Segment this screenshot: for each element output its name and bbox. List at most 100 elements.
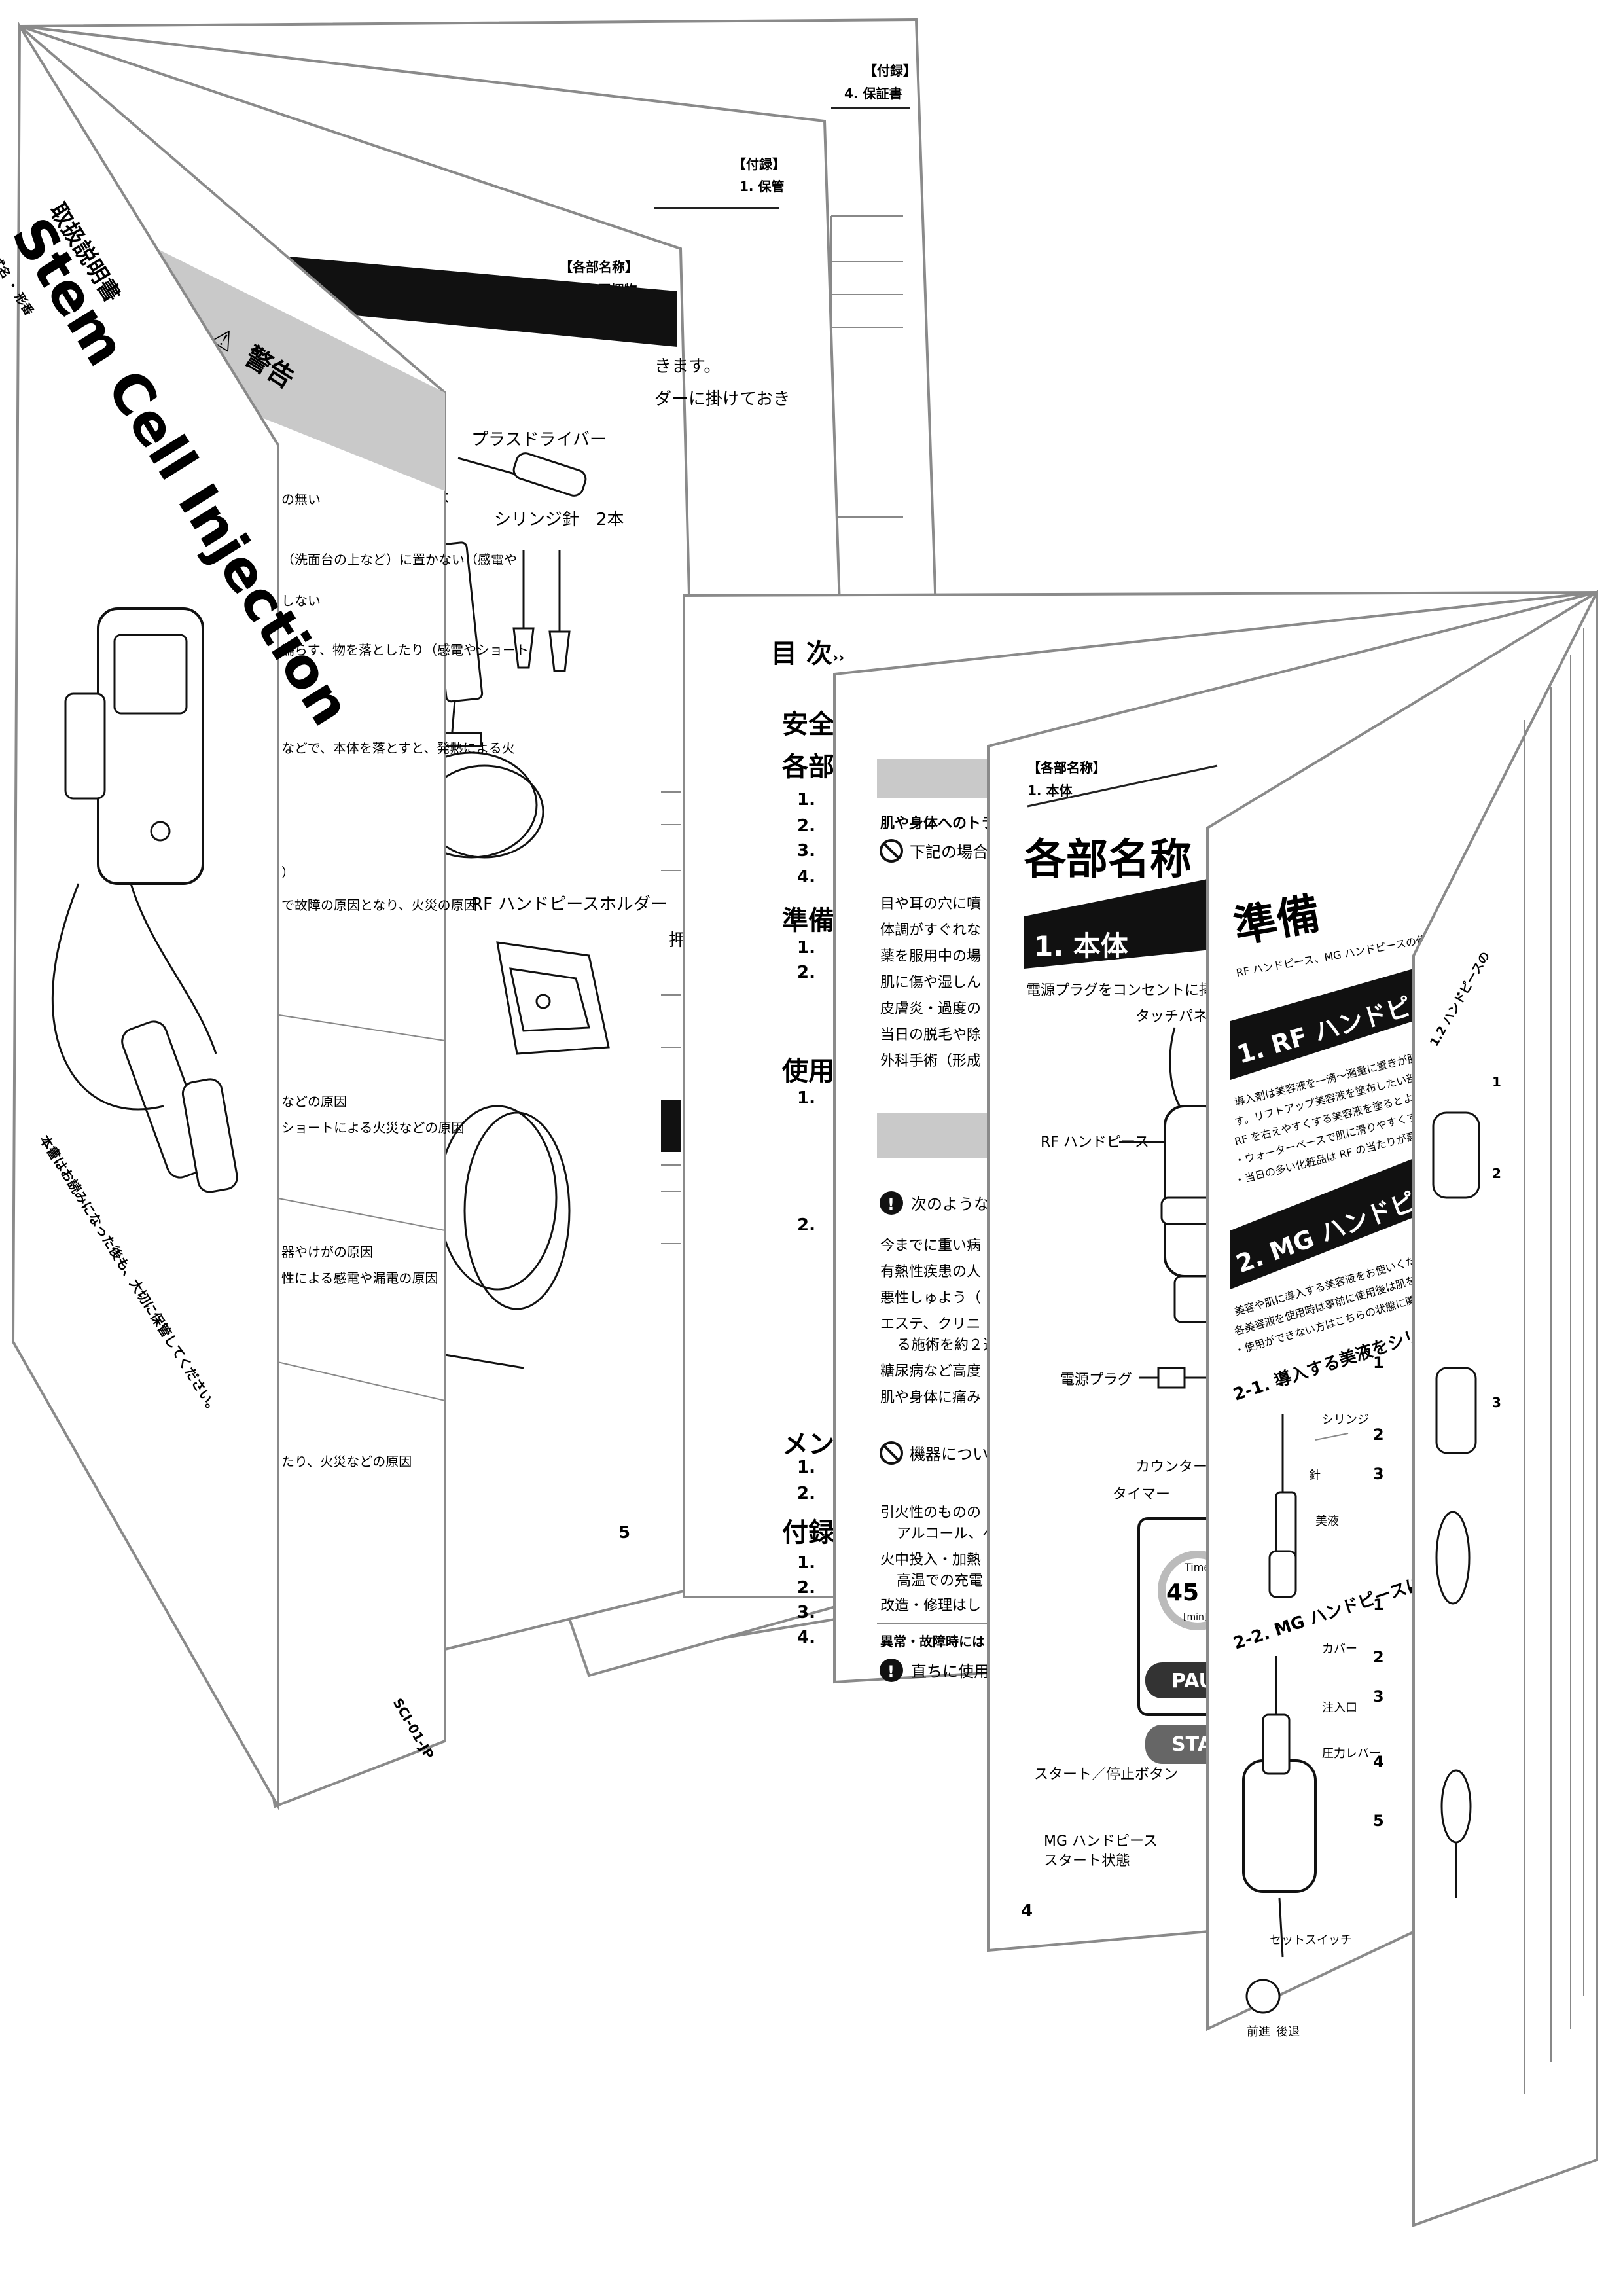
toc-sections: 安全 各部 準備 使用 メン 付録 <box>782 709 835 1548</box>
screwdriver-icon <box>457 452 587 497</box>
safety-list-item: 皮膚炎・過度の <box>880 1001 981 1017</box>
prep-bar-1 <box>1230 969 1414 1080</box>
safety-list-item: る施術を約２週 <box>897 1337 997 1354</box>
appendix4-sub: 4. 保証書 <box>844 86 902 101</box>
screen-unit: Time <box>1184 1561 1210 1573</box>
caution-icon: ! <box>880 1191 903 1215</box>
toc-marker: ›› <box>832 650 844 666</box>
screen-time: 45 <box>1166 1579 1199 1606</box>
prep-step: 2 <box>1373 1426 1384 1444</box>
prep-labels-2-2: カバー 注入口 圧力レバー セットスイッチ <box>1270 1642 1381 1947</box>
caution-icon: ! <box>880 1659 903 1682</box>
safety-list-item: 改造・修理はし <box>880 1598 981 1614</box>
safety-heading-1: 肌や身体へのトラ <box>880 815 995 832</box>
toc-item: 2. <box>797 1578 815 1598</box>
prep-step: 2 <box>1373 1648 1384 1666</box>
safety-grey-band-1 <box>877 759 988 798</box>
toc-section: 安全 <box>782 709 835 740</box>
toc-item: 2. <box>797 963 815 982</box>
toc-section: 各部 <box>782 752 834 782</box>
prep-steps-2-1: 1 2 3 <box>1373 1354 1384 1483</box>
safety-list-item: アルコール、ベ <box>897 1526 997 1542</box>
svg-text:!: ! <box>887 1662 895 1681</box>
svg-text:!: ! <box>887 1195 895 1213</box>
accessories-black-bar-2 <box>661 1100 681 1152</box>
warning-item: などの原因 <box>281 1094 347 1109</box>
accessories-table <box>661 791 681 1244</box>
warning-item: 性による感電や漏電の原因 <box>281 1270 438 1286</box>
safety-list-item: 薬を服用中の場 <box>880 948 981 965</box>
prep-label: 美液 <box>1315 1515 1339 1528</box>
warning-item: などで、本体を落とすと、発熱による火 <box>281 740 515 756</box>
mg-handpiece-illustration <box>1242 1656 1317 2014</box>
safety-list-item: エステ、クリニ <box>880 1316 980 1333</box>
toc-item: 2. <box>797 1215 815 1235</box>
appendix1-header: 【付録】 <box>733 156 785 172</box>
warning-item: ショートによる火災などの原因 <box>281 1120 464 1136</box>
toc-section: 付録 <box>782 1518 835 1548</box>
cover-page <box>11 22 279 1812</box>
parts-bar-text: 1. 本体 <box>1034 930 1128 962</box>
prep-label: 圧力レバー <box>1322 1747 1381 1761</box>
accessories-header: 【各部名称】 <box>560 259 638 275</box>
syringe-needle-label: シリンジ針 2本 <box>494 510 624 529</box>
safety-list-item: 糖尿病など高度 <box>880 1363 981 1380</box>
back-page-illustrations <box>1432 1111 1480 1898</box>
warning-item: （洗面台の上など）に置かない（感電や <box>281 552 517 567</box>
prep-steps-2-2: 1 2 3 4 5 <box>1373 1596 1384 1830</box>
toc-section: メン <box>782 1429 834 1460</box>
toc-item: 1. <box>797 1553 815 1573</box>
safety-list-item: 当日の脱毛や除 <box>880 1027 981 1043</box>
warning-item: で故障の原因となり、火災の原因 <box>281 897 477 913</box>
prep-label: 針 <box>1309 1469 1321 1482</box>
toc-item: 3. <box>797 1603 815 1623</box>
accessories-page-number: 5 <box>618 1523 630 1543</box>
warning-dividers <box>274 1014 446 1401</box>
prep-step: 4 <box>1373 1753 1384 1771</box>
rf-holder-icon <box>496 941 610 1055</box>
accessories-line-1: きます。 <box>654 357 721 376</box>
safety-list-item: 肌に傷や湿しん <box>880 975 981 991</box>
safety-list-2: 今までに重い病 有熱性疾患の人 悪性しゅよう（ エステ、クリニ る施術を約２週 … <box>880 1238 997 1406</box>
warning-item: の無い <box>281 492 321 507</box>
prep-mode-button: 前進 <box>1247 2025 1270 2039</box>
back-step: 2 <box>1492 1166 1501 1181</box>
toc-items: 1. 2. 3. 4. 1. 2. 1. 2. 1. 2. 1. 2. 3. 4… <box>797 790 815 1647</box>
parts-callout: 電源プラグ <box>1060 1372 1132 1388</box>
prep-step: 5 <box>1373 1812 1384 1830</box>
parts-sub: 1. 本体 <box>1027 783 1073 798</box>
toc-item: 4. <box>797 1628 815 1647</box>
device-illustration <box>51 607 238 1193</box>
parts-callout: MG ハンドピース <box>1044 1833 1158 1850</box>
toc-section: 使用 <box>782 1056 834 1086</box>
safety-list-item: 高温での充電・ <box>897 1573 997 1589</box>
toc-item: 1. <box>797 790 815 810</box>
prep-mode-button: 後退 <box>1276 2025 1300 2039</box>
parts-black-bar <box>1024 877 1217 969</box>
safety-list-item: 体調がすぐれな <box>880 922 981 939</box>
parts-callout: タイマー <box>1113 1486 1170 1503</box>
safety-heading-4: 異常・故障時には <box>880 1634 985 1649</box>
prohibit-icon <box>880 1441 903 1465</box>
warning-item: しない <box>281 593 321 609</box>
appendix4-header: 【付録】 <box>864 63 916 79</box>
accessories-black-bar <box>275 255 677 347</box>
safety-list-item: 目や耳の穴に噴 <box>880 896 981 912</box>
toc-item: 1. <box>797 1088 815 1108</box>
mg-mode-buttons: 前進 後退 <box>1247 2025 1300 2039</box>
warning-items: の無い （洗面台の上など）に置かない（感電や しない 濡らす、物を落としたり（感… <box>281 492 529 1469</box>
warning-item: 器やけがの原因 <box>281 1244 373 1260</box>
safety-list-item: 火中投入・加熱 <box>880 1552 981 1568</box>
warning-item: 濡らす、物を落としたり（感電やショート <box>281 642 529 658</box>
parts-callout: スタート／停止ボタン <box>1034 1767 1178 1783</box>
safety-grey-band-2 <box>877 1113 988 1158</box>
right-booklet: 目 次 ›› 安全 各部 準備 使用 メン 付録 1. 2. 3. 4. 1. … <box>683 590 1598 2227</box>
screen-min: [min] <box>1183 1612 1207 1623</box>
back-page-steps: 1 2 3 <box>1492 1074 1501 1410</box>
safety-list-item: 引火性のものの <box>880 1505 981 1521</box>
toc-item: 3. <box>797 841 815 861</box>
toc-title: 目 次 <box>771 639 832 669</box>
toc-section: 準備 <box>782 906 834 936</box>
prep-step: 1 <box>1373 1596 1384 1614</box>
